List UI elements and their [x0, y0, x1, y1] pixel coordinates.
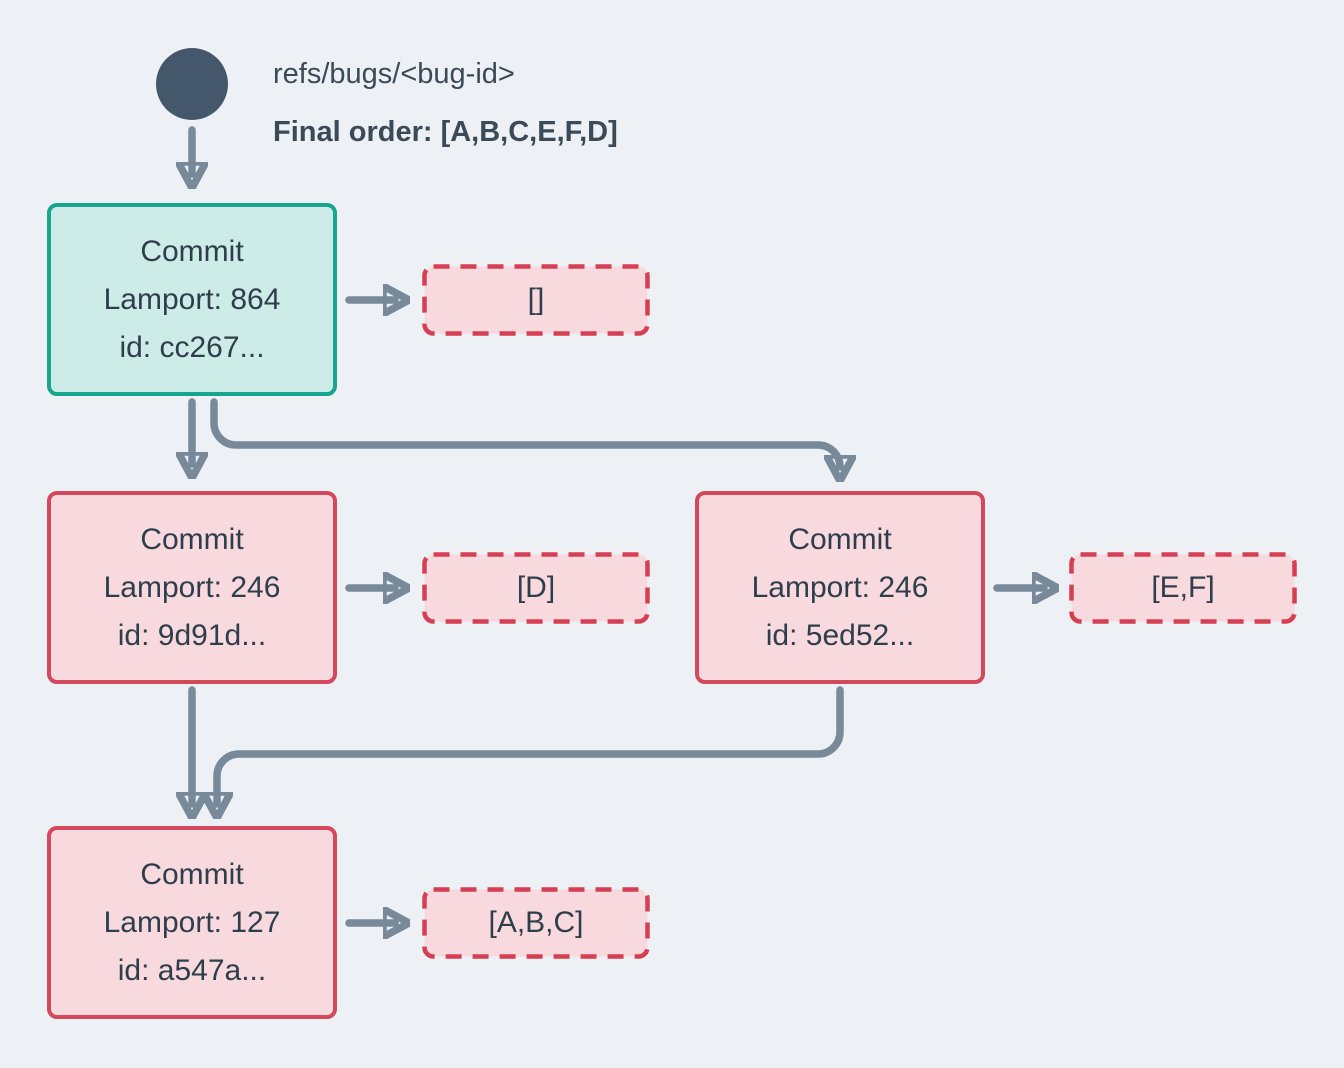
operations-label: [D] [516, 571, 556, 604]
operations-box-root: [A,B,C] [422, 887, 650, 959]
operations-label: [E,F] [1151, 571, 1215, 604]
edge-midright-to-root-arrow [217, 686, 844, 804]
operations-box-mid-left: [D] [422, 552, 650, 624]
commit-lamport: Lamport: 127 [103, 905, 281, 939]
commit-title: Commit [140, 234, 244, 268]
commit-lamport: Lamport: 864 [103, 282, 281, 316]
ref-name-label: refs/bugs/<bug-id> [273, 58, 515, 90]
commit-id: id: 9d91d... [117, 618, 267, 652]
commit-node-mid-left: Commit Lamport: 246 id: 9d91d... [47, 491, 337, 684]
commit-title: Commit [788, 522, 892, 556]
commit-title: Commit [140, 522, 244, 556]
commit-lamport: Lamport: 246 [751, 570, 929, 604]
commit-id: id: cc267... [119, 330, 265, 364]
commit-lamport: Lamport: 246 [103, 570, 281, 604]
operations-label: [A,B,C] [488, 906, 584, 939]
edge-head-to-midright-arrow [210, 398, 840, 467]
dashed-border [422, 552, 650, 624]
commit-id: id: 5ed52... [765, 618, 915, 652]
commit-node-head: Commit Lamport: 864 id: cc267... [47, 203, 337, 396]
commit-node-mid-right: Commit Lamport: 246 id: 5ed52... [695, 491, 985, 684]
commit-node-root: Commit Lamport: 127 id: a547a... [47, 826, 337, 1019]
dashed-border [422, 887, 650, 959]
dashed-border [422, 264, 650, 336]
operations-box-mid-right: [E,F] [1069, 552, 1297, 624]
final-order-label: Final order: [A,B,C,E,F,D] [273, 116, 618, 148]
ref-node-icon [156, 48, 228, 120]
commit-id: id: a547a... [117, 953, 267, 987]
commit-title: Commit [140, 857, 244, 891]
operations-box-head: [] [422, 264, 650, 336]
operations-label: [] [527, 283, 545, 316]
dashed-border [1069, 552, 1297, 624]
